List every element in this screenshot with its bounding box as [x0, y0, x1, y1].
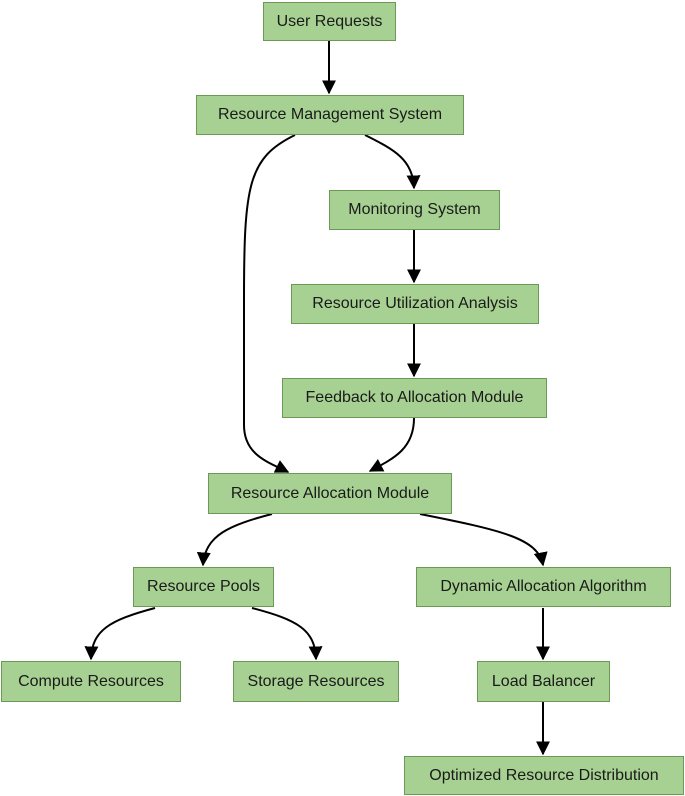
node-resource-pools: Resource Pools — [133, 567, 274, 607]
edge-resource-pools-to-compute-resources — [84, 607, 156, 661]
node-load-balancer: Load Balancer — [477, 661, 610, 702]
node-storage-resources: Storage Resources — [233, 661, 399, 702]
node-resource-allocation-module: Resource Allocation Module — [208, 473, 452, 514]
edge-resource-allocation-module-to-resource-pools — [196, 513, 273, 567]
edge-resource-management-system-to-monitoring-system — [364, 134, 421, 190]
node-dynamic-allocation-algorithm: Dynamic Allocation Algorithm — [416, 567, 671, 607]
node-user-requests: User Requests — [263, 2, 396, 41]
node-compute-resources: Compute Resources — [1, 661, 181, 702]
node-monitoring-system: Monitoring System — [329, 190, 500, 230]
edge-resource-pools-to-storage-resources — [251, 607, 323, 661]
node-resource-management-system: Resource Management System — [196, 95, 464, 135]
edge-feedback-to-allocation-module-to-resource-allocation-module — [368, 417, 415, 472]
edge-resource-allocation-module-to-dynamic-allocation-algorithm — [419, 513, 548, 567]
node-feedback-to-allocation-module: Feedback to Allocation Module — [282, 378, 547, 418]
node-resource-utilization-analysis: Resource Utilization Analysis — [291, 284, 539, 324]
node-optimized-resource-distribution: Optimized Resource Distribution — [404, 756, 684, 795]
edge-resource-management-system-to-resource-allocation-module — [243, 134, 296, 473]
